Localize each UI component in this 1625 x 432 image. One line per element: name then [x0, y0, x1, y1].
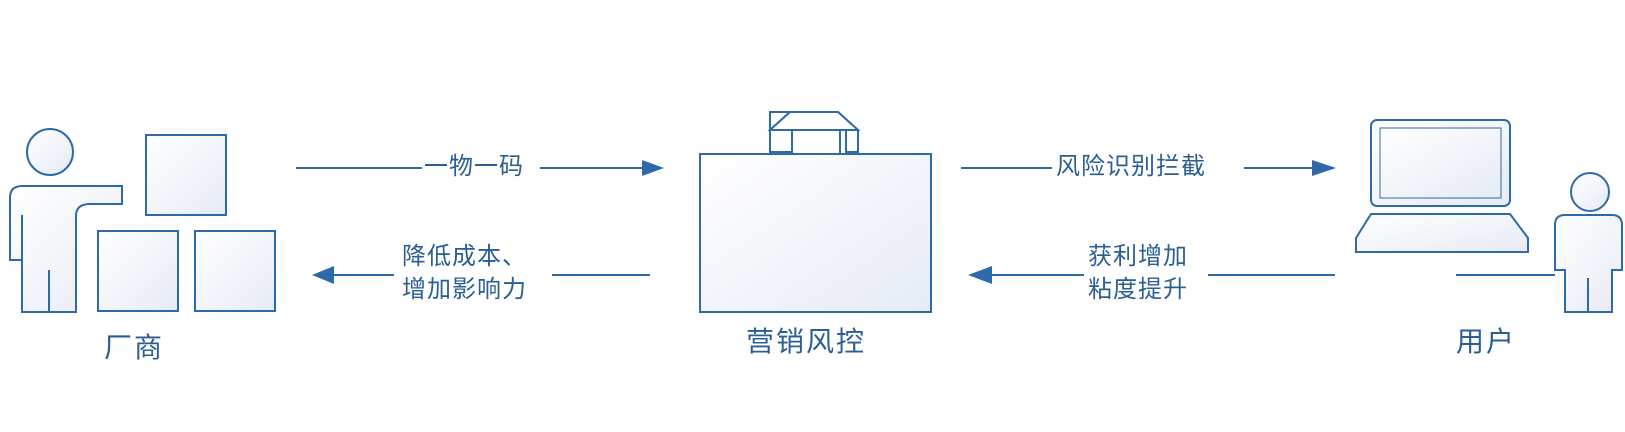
user-person-head	[1570, 172, 1610, 212]
risk-control-label: 营销风控	[746, 325, 867, 358]
edge-label-risk-to-vendor: 降低成本、 增加影响力	[402, 240, 527, 306]
laptop-base	[1355, 213, 1529, 253]
bag-body	[699, 153, 932, 313]
user-label: 用户	[1456, 325, 1517, 358]
vendor-label: 厂商	[104, 331, 165, 364]
arrowhead-right	[642, 160, 664, 176]
vendor-box-top	[145, 134, 227, 216]
arrowhead-right	[1312, 160, 1336, 176]
bag-handle	[769, 111, 859, 153]
edge-label-user-to-risk-line2: 粘度提升	[1088, 275, 1188, 303]
edge-user-to-risk	[968, 266, 1555, 284]
user-person-body	[1554, 214, 1623, 313]
edge-label-vendor-to-risk: 一物一码	[424, 152, 524, 180]
vendor-person-head	[26, 128, 74, 176]
edge-label-risk-to-vendor-line2: 增加影响力	[402, 275, 527, 303]
user-icon	[1355, 119, 1623, 313]
edge-risk-to-vendor	[312, 266, 650, 284]
edge-risk-to-user	[961, 160, 1336, 176]
bag-handle-slot	[791, 129, 841, 155]
edge-vendor-to-risk	[296, 160, 664, 176]
edge-label-user-to-risk-line1: 获利增加	[1088, 242, 1188, 270]
arrowhead-left	[968, 266, 992, 284]
risk-control-icon	[699, 111, 932, 313]
vendor-icon	[9, 128, 276, 313]
edge-label-user-to-risk: 获利增加 粘度提升	[1088, 240, 1188, 306]
vendor-person-body	[9, 185, 123, 313]
edge-label-risk-to-vendor-line1: 降低成本、	[402, 242, 527, 270]
arrowhead-left	[312, 266, 334, 284]
edge-label-risk-to-user: 风险识别拦截	[1056, 152, 1206, 180]
vendor-box-right	[194, 230, 276, 312]
vendor-box-left	[97, 230, 179, 312]
